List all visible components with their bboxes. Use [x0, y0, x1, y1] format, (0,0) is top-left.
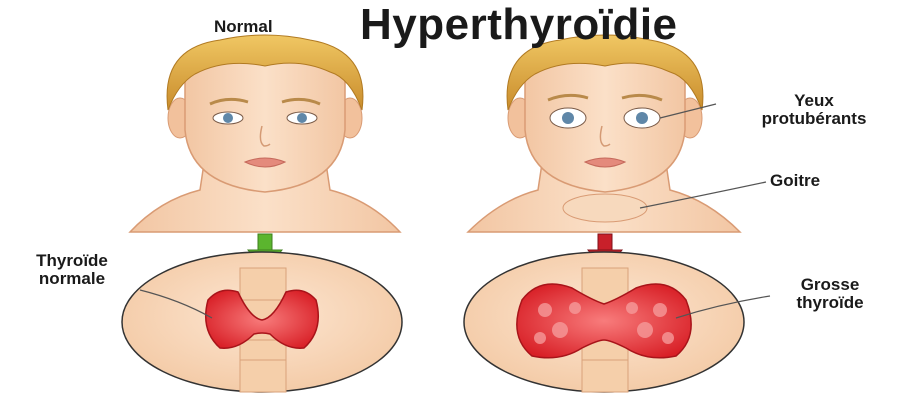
hyper-face	[468, 35, 740, 232]
goitre-label: Goitre	[770, 172, 820, 190]
eyes-label-line2: protubérants	[716, 110, 912, 128]
normal-face	[130, 35, 400, 232]
thyroid-big-label: Grosse thyroïde	[770, 276, 890, 312]
normal-thyroid-circle	[122, 252, 402, 392]
thyroid-big-label-line1: Grosse	[770, 276, 890, 294]
thyroid-big-label-line2: thyroïde	[770, 294, 890, 312]
eyes-label: Yeux protubérants	[716, 92, 912, 128]
page-title: Hyperthyroïdie	[360, 2, 678, 48]
thyroid-normal-label: Thyroïde normale	[2, 252, 142, 288]
thyroid-normal-label-line1: Thyroïde	[2, 252, 142, 270]
eyes-label-line1: Yeux	[716, 92, 912, 110]
thyroid-normal-label-line2: normale	[2, 270, 142, 288]
normal-label: Normal	[214, 18, 273, 36]
big-thyroid-circle	[464, 252, 744, 392]
